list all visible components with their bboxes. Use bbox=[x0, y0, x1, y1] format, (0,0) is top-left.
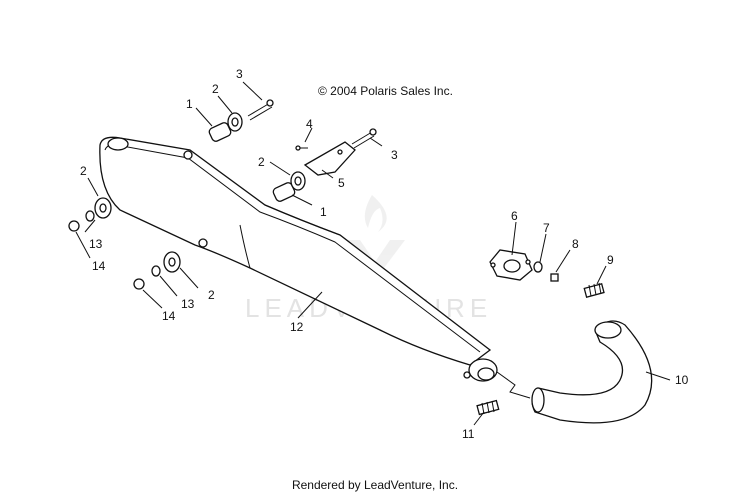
leader-lines bbox=[75, 81, 671, 426]
muffler bbox=[99, 136, 492, 366]
callout-7: 7 bbox=[543, 221, 550, 235]
footer-text: Rendered by LeadVenture, Inc. bbox=[291, 478, 459, 492]
callout-14-lower: 14 bbox=[162, 309, 176, 323]
washer-7 bbox=[533, 261, 543, 273]
callout-10: 10 bbox=[675, 373, 689, 387]
callout-2-lower: 2 bbox=[208, 288, 215, 302]
callout-3-middle: 3 bbox=[391, 148, 398, 162]
callout-5: 5 bbox=[338, 176, 345, 190]
copyright-text: © 2004 Polaris Sales Inc. bbox=[318, 84, 453, 98]
tailpipe-outlet bbox=[463, 358, 531, 399]
spring-11 bbox=[476, 399, 500, 416]
callout-9: 9 bbox=[607, 253, 614, 267]
callout-12: 12 bbox=[290, 320, 304, 334]
callout-3-upper: 3 bbox=[236, 67, 243, 81]
callout-1-middle: 1 bbox=[320, 205, 327, 219]
nut-8 bbox=[550, 273, 559, 282]
exhaust-flange bbox=[489, 249, 533, 281]
callout-13-lower: 13 bbox=[181, 297, 195, 311]
callout-14-upper: 14 bbox=[92, 259, 106, 273]
left-hardware-lower bbox=[133, 251, 181, 290]
callout-4: 4 bbox=[306, 117, 313, 131]
callout-13-upper: 13 bbox=[89, 237, 103, 251]
callout-8: 8 bbox=[572, 237, 579, 251]
head-pipe bbox=[531, 320, 653, 424]
left-hardware-upper bbox=[68, 197, 112, 232]
middle-grommet-assembly bbox=[272, 128, 377, 202]
upper-grommet-assembly bbox=[208, 99, 274, 142]
callout-2-middle: 2 bbox=[258, 155, 265, 169]
spring-9 bbox=[583, 282, 605, 298]
callout-1-upper: 1 bbox=[186, 97, 193, 111]
callout-6: 6 bbox=[511, 209, 518, 223]
callout-2-left: 2 bbox=[80, 164, 87, 178]
callout-11: 11 bbox=[462, 427, 475, 441]
callout-labels: 1 2 3 4 2 3 5 1 2 13 14 2 13 14 12 6 7 8… bbox=[80, 67, 689, 441]
callout-2-upper: 2 bbox=[212, 82, 219, 96]
